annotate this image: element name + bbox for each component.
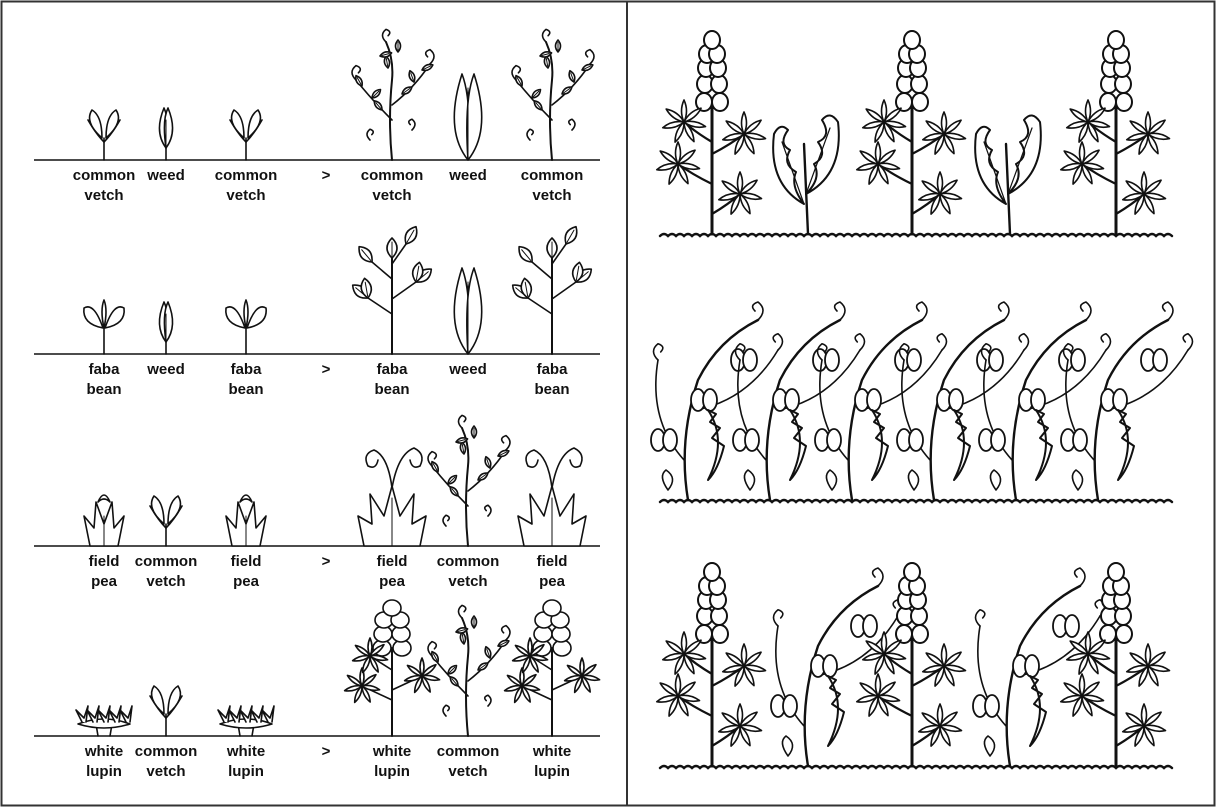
scene-2-pea-tangle-plant bbox=[897, 302, 1029, 500]
grown-vetch-illustration bbox=[428, 605, 510, 736]
label-line: common bbox=[497, 166, 607, 186]
seedling-weed-illustration bbox=[159, 302, 172, 354]
scene-3-lupin-plant bbox=[1060, 563, 1170, 766]
grown-vetch-illustration bbox=[428, 415, 510, 546]
grown-label-faba: fababean bbox=[497, 360, 607, 400]
grown-lupin-illustration bbox=[504, 600, 600, 736]
label-line: vetch bbox=[497, 186, 607, 206]
comparison-symbol: > bbox=[316, 742, 336, 762]
scene-1-weed-plant bbox=[975, 115, 1041, 234]
scene-2-pea-tangle-plant bbox=[815, 302, 947, 500]
grown-lupin-illustration bbox=[344, 600, 440, 736]
label-line: field bbox=[497, 552, 607, 572]
grown-faba-illustration bbox=[509, 224, 594, 354]
right-ground-line-3 bbox=[660, 766, 1172, 768]
comparison-symbol: > bbox=[316, 166, 336, 186]
grown-weed-illustration bbox=[454, 74, 481, 160]
grown-pea-illustration bbox=[358, 448, 426, 546]
label-line: white bbox=[191, 742, 301, 762]
label-line: common bbox=[191, 166, 301, 186]
seedling-label-lupin: whitelupin bbox=[191, 742, 301, 782]
seedling-lupin-illustration bbox=[76, 706, 132, 736]
scene-2-pea-tangle-plant bbox=[1061, 302, 1193, 500]
scene-2-pea-tangle-plant bbox=[979, 302, 1111, 500]
label-line: bean bbox=[191, 380, 301, 400]
grown-pea-illustration bbox=[518, 448, 586, 546]
seedling-vetch-illustration bbox=[88, 110, 120, 160]
seedling-pea-illustration bbox=[84, 495, 124, 546]
label-line: vetch bbox=[191, 186, 301, 206]
scene-3-pea-tangle-plant bbox=[771, 568, 903, 766]
comparison-symbol: > bbox=[316, 552, 336, 572]
grown-label-lupin: whitelupin bbox=[497, 742, 607, 782]
label-line: field bbox=[191, 552, 301, 572]
seedling-vetch-illustration bbox=[150, 496, 182, 546]
label-line: bean bbox=[497, 380, 607, 400]
seedling-faba-illustration bbox=[84, 300, 124, 354]
label-line: faba bbox=[497, 360, 607, 380]
label-line: lupin bbox=[497, 762, 607, 782]
seedling-faba-illustration bbox=[226, 300, 266, 354]
grown-faba-illustration bbox=[349, 224, 434, 354]
grown-label-pea: fieldpea bbox=[497, 552, 607, 592]
scene-1-lupin-plant bbox=[856, 31, 966, 234]
label-line: pea bbox=[191, 572, 301, 592]
seedling-pea-illustration bbox=[226, 495, 266, 546]
grown-label-vetch: commonvetch bbox=[497, 166, 607, 206]
comparison-symbol: > bbox=[316, 360, 336, 380]
label-line: lupin bbox=[191, 762, 301, 782]
scene-3-lupin-plant bbox=[856, 563, 966, 766]
seedling-label-faba: fababean bbox=[191, 360, 301, 400]
label-line: faba bbox=[191, 360, 301, 380]
grown-vetch-illustration bbox=[352, 29, 434, 160]
seedling-vetch-illustration bbox=[150, 686, 182, 736]
seedling-lupin-illustration bbox=[218, 706, 274, 736]
right-ground-line-2 bbox=[660, 500, 1172, 502]
scene-1-lupin-plant bbox=[1060, 31, 1170, 234]
seedling-label-pea: fieldpea bbox=[191, 552, 301, 592]
label-line: pea bbox=[497, 572, 607, 592]
seedling-weed-illustration bbox=[159, 108, 172, 160]
scene-1-lupin-plant bbox=[656, 31, 766, 234]
label-line: white bbox=[497, 742, 607, 762]
scene-2-pea-tangle-plant bbox=[733, 302, 865, 500]
right-ground-line-1 bbox=[660, 234, 1172, 236]
seedling-vetch-illustration bbox=[230, 110, 262, 160]
seedling-label-vetch: commonvetch bbox=[191, 166, 301, 206]
scene-3-lupin-plant bbox=[656, 563, 766, 766]
grown-weed-illustration bbox=[454, 268, 481, 354]
scene-2-pea-tangle-plant bbox=[651, 302, 783, 500]
grown-vetch-illustration bbox=[512, 29, 594, 160]
scene-1-weed-plant bbox=[773, 115, 839, 234]
